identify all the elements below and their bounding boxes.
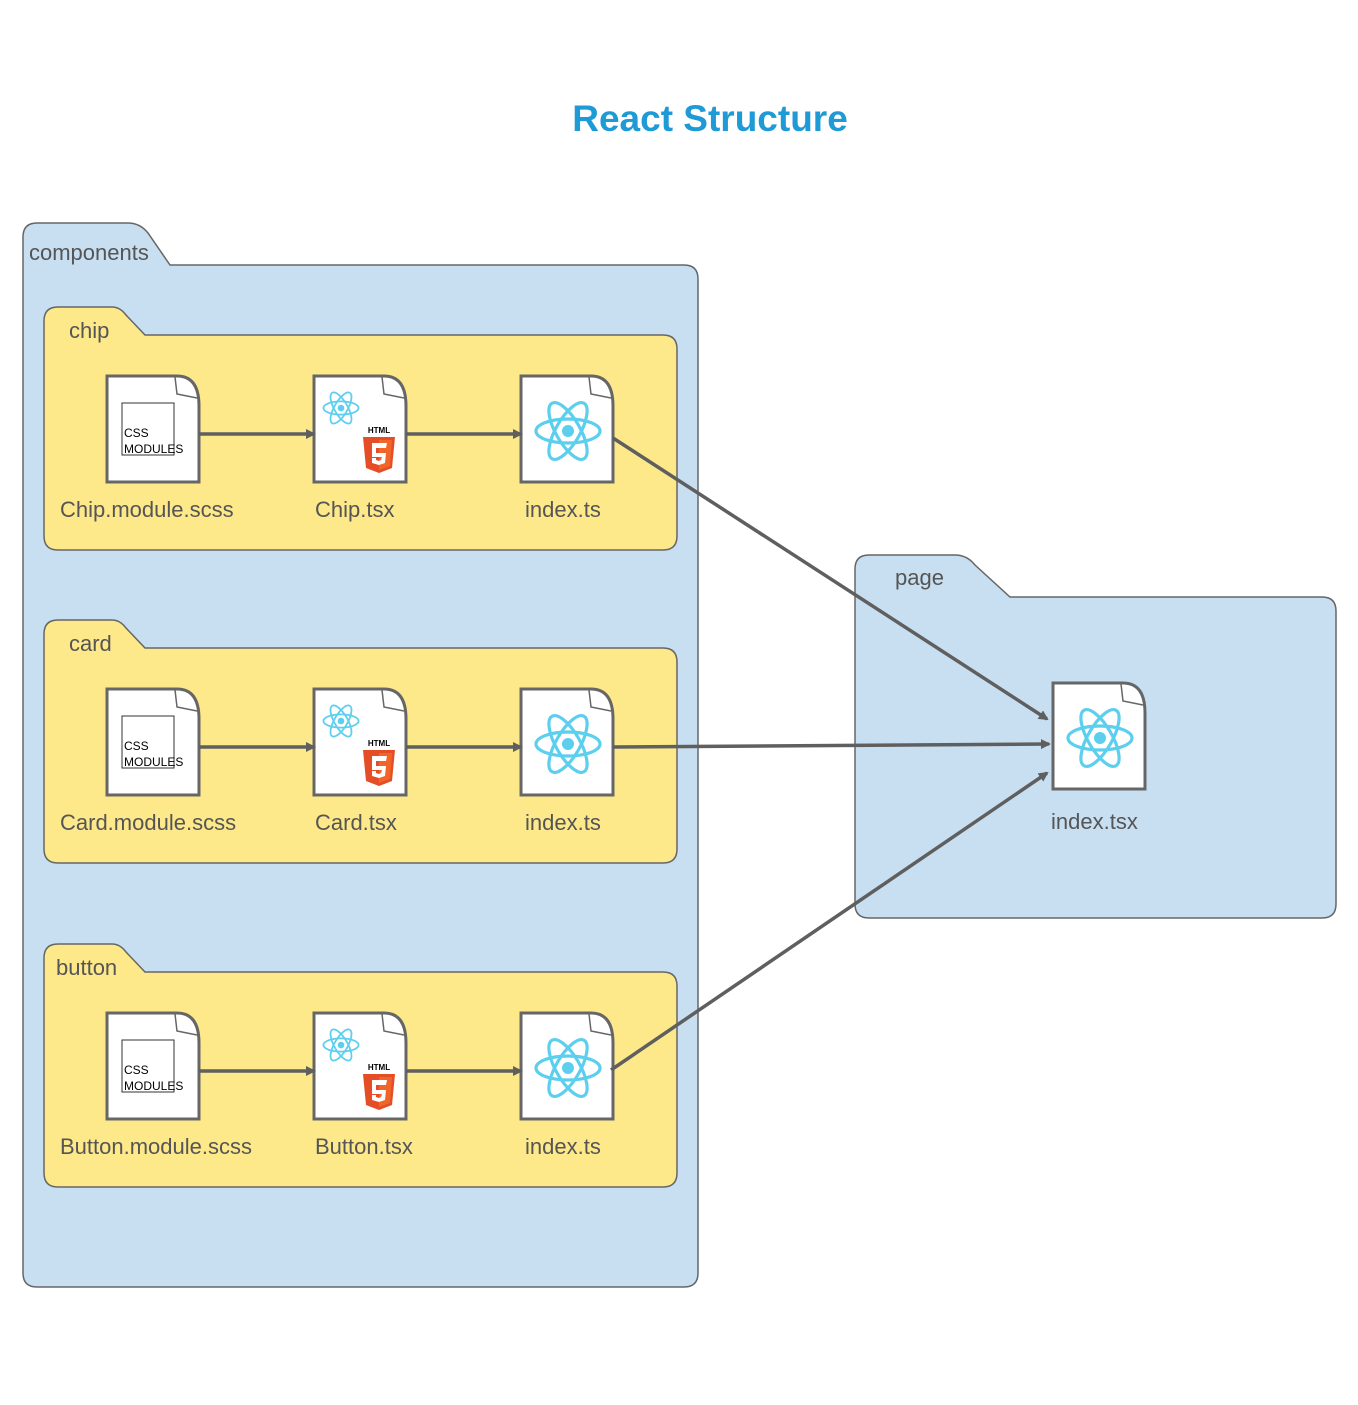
file-fold bbox=[174, 1013, 198, 1036]
dependency-arrow bbox=[612, 739, 1051, 750]
file-react-html5-icon[interactable]: HTML bbox=[312, 1011, 408, 1121]
svg-text:MODULES: MODULES bbox=[124, 442, 183, 456]
file-css-modules-icon[interactable]: CSS MODULES bbox=[105, 1011, 201, 1121]
file-label: index.ts bbox=[525, 810, 601, 835]
file-fold bbox=[174, 376, 198, 399]
file-react-icon[interactable] bbox=[519, 687, 615, 797]
svg-text:MODULES: MODULES bbox=[124, 755, 183, 769]
file-fold bbox=[381, 1013, 405, 1036]
file-label: index.ts bbox=[525, 1134, 601, 1159]
file-fold bbox=[381, 689, 405, 712]
folder-label: chip bbox=[69, 318, 109, 343]
file-label: index.ts bbox=[525, 497, 601, 522]
html5-icon: HTML bbox=[363, 426, 395, 473]
file-label: Card.tsx bbox=[315, 810, 397, 835]
css-modules-icon: CSS MODULES bbox=[121, 1039, 183, 1093]
components-folder-label: components bbox=[29, 240, 149, 265]
svg-text:HTML: HTML bbox=[368, 739, 390, 748]
file-css-modules-icon[interactable]: CSS MODULES bbox=[105, 374, 201, 484]
svg-text:HTML: HTML bbox=[368, 1063, 390, 1072]
file-fold bbox=[588, 689, 612, 712]
file-label: Button.tsx bbox=[315, 1134, 413, 1159]
file-react-icon[interactable] bbox=[519, 374, 615, 484]
file-fold bbox=[588, 376, 612, 399]
dependency-arrow bbox=[610, 771, 1049, 1072]
svg-text:CSS: CSS bbox=[124, 739, 149, 753]
file-react-html5-icon[interactable]: HTML bbox=[312, 374, 408, 484]
svg-text:CSS: CSS bbox=[124, 426, 149, 440]
file-fold bbox=[174, 689, 198, 712]
file-fold bbox=[588, 1013, 612, 1036]
file-fold bbox=[1120, 683, 1144, 706]
diagram-title: React Structure bbox=[572, 98, 848, 139]
svg-text:HTML: HTML bbox=[368, 426, 390, 435]
file-fold bbox=[381, 376, 405, 399]
css-modules-icon: CSS MODULES bbox=[121, 402, 183, 456]
file-label: Button.module.scss bbox=[60, 1134, 252, 1159]
page-folder-label: page bbox=[895, 565, 944, 590]
file-react-html5-icon[interactable]: HTML bbox=[312, 687, 408, 797]
file-label: Chip.tsx bbox=[315, 497, 394, 522]
css-modules-icon: CSS MODULES bbox=[121, 715, 183, 769]
dependency-arrow bbox=[612, 436, 1049, 721]
file-react-icon[interactable] bbox=[1051, 681, 1147, 791]
svg-text:CSS: CSS bbox=[124, 1063, 149, 1077]
html5-icon: HTML bbox=[363, 739, 395, 786]
html5-icon: HTML bbox=[363, 1063, 395, 1110]
file-label: Card.module.scss bbox=[60, 810, 236, 835]
folder-label: card bbox=[69, 631, 112, 656]
file-label: index.tsx bbox=[1051, 809, 1138, 834]
svg-text:MODULES: MODULES bbox=[124, 1079, 183, 1093]
file-css-modules-icon[interactable]: CSS MODULES bbox=[105, 687, 201, 797]
folder-label: button bbox=[56, 955, 117, 980]
file-label: Chip.module.scss bbox=[60, 497, 234, 522]
file-react-icon[interactable] bbox=[519, 1011, 615, 1121]
